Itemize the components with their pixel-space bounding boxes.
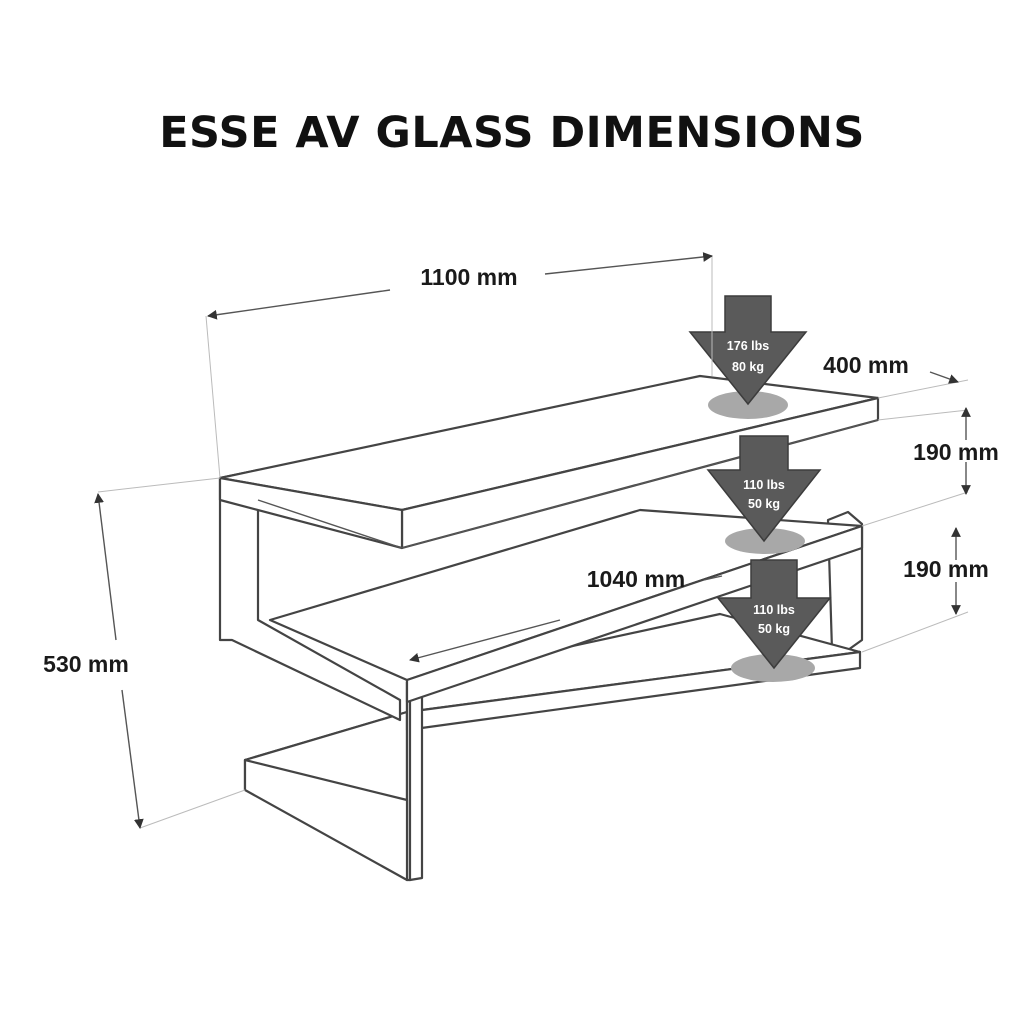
load-arrow-middle: 110 lbs 50 kg xyxy=(706,435,822,543)
front-lower-post-face xyxy=(408,678,424,882)
load-arrow-top: 176 lbs 80 kg xyxy=(688,295,808,406)
inner-width-label: 1040 mm xyxy=(587,566,685,592)
width-label: 1100 mm xyxy=(420,264,517,290)
height-dimension-line-top xyxy=(94,493,117,641)
load-middle-lbs: 110 lbs xyxy=(743,478,785,492)
middle-glass-shelf-edge xyxy=(405,524,864,704)
width-dimension-line-right xyxy=(544,252,713,275)
extension-lines xyxy=(97,256,969,829)
load-top-kg: 80 kg xyxy=(732,360,764,374)
load-footprint-middle xyxy=(725,528,805,554)
load-bottom-lbs: 110 lbs xyxy=(753,603,795,617)
depth-dimension-line xyxy=(929,371,959,384)
height-label: 530 mm xyxy=(43,651,129,677)
base-plate xyxy=(243,758,409,882)
inner-width-dimension-line xyxy=(409,619,561,663)
load-footprint-bottom xyxy=(731,654,815,682)
load-top-lbs: 176 lbs xyxy=(727,339,769,353)
load-middle-kg: 50 kg xyxy=(748,497,780,511)
height-dimension-line-bottom xyxy=(121,689,144,829)
diagram-title: ESSE AV GLASS DIMENSIONS xyxy=(159,108,865,158)
top-gap-label: 190 mm xyxy=(913,439,999,465)
bottom-gap-label: 190 mm xyxy=(903,556,989,582)
depth-label: 400 mm xyxy=(823,352,909,378)
load-bottom-kg: 50 kg xyxy=(758,622,790,636)
load-arrow-bottom: 110 lbs 50 kg xyxy=(716,559,832,670)
width-dimension-line-left xyxy=(207,289,391,320)
